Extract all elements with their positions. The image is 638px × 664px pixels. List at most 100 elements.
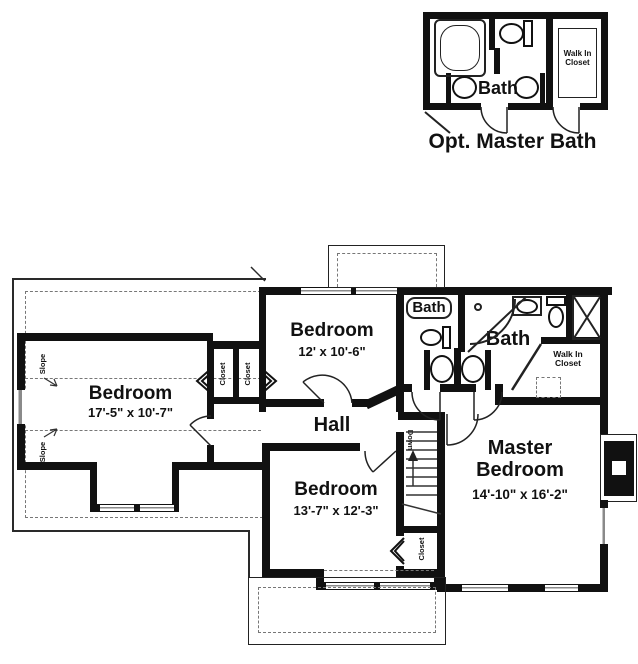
roof-dashed-line — [324, 570, 434, 571]
walk-in-closet-label: Walk In Closet — [553, 349, 583, 369]
room-dimensions: 13'-7" x 12'-3" — [293, 503, 379, 518]
roof-line — [12, 530, 249, 532]
wall-segment — [266, 399, 324, 407]
wall-segment — [495, 397, 608, 405]
room-dimensions: 14'-10" x 16'-2" — [472, 487, 568, 502]
wall-segment — [423, 12, 608, 19]
wall-segment — [489, 12, 495, 50]
slope-dashed-line — [25, 430, 261, 431]
room-label: Master Bedroom — [476, 437, 564, 481]
wall-segment — [17, 462, 97, 470]
wall-segment — [352, 399, 368, 407]
window — [301, 288, 351, 294]
wall-segment — [396, 432, 404, 536]
roof-dashed-line — [25, 517, 263, 518]
roof-line — [248, 530, 250, 578]
wall-segment — [600, 295, 608, 435]
wall-segment — [540, 73, 545, 104]
wall-segment — [17, 424, 25, 470]
wall-segment — [207, 341, 214, 404]
wall-segment — [398, 526, 445, 533]
window — [599, 508, 609, 544]
toilet-icon — [548, 306, 564, 328]
wall-segment — [262, 443, 270, 577]
inset-caption: Opt. Master Bath — [428, 130, 597, 153]
wall-segment — [458, 295, 465, 352]
bathtub-basin — [440, 25, 480, 71]
window — [100, 505, 134, 511]
wall-segment — [396, 384, 412, 392]
window — [545, 585, 578, 591]
porch-roof-outline — [248, 577, 446, 645]
wall-segment — [437, 533, 445, 584]
toilet-icon — [420, 329, 442, 346]
window — [326, 583, 374, 589]
dormer-outline — [328, 245, 445, 288]
wall-segment — [207, 445, 214, 470]
sink-icon — [514, 76, 539, 99]
wall-segment — [207, 404, 214, 419]
wall-segment — [207, 397, 266, 404]
wall-segment — [233, 349, 239, 404]
toilet-icon — [499, 23, 524, 44]
wall-segment — [600, 500, 608, 510]
room-label: Bedroom — [88, 383, 173, 404]
closet-label: Closet — [242, 362, 252, 386]
slope-label: Slope — [37, 441, 47, 463]
wall-segment — [437, 584, 608, 592]
toilet-tank — [546, 296, 566, 306]
porch-roof-dashed — [258, 587, 436, 633]
sink-icon — [516, 299, 538, 314]
wall-segment — [423, 103, 481, 110]
sink-icon — [430, 355, 454, 383]
wall-segment — [446, 73, 451, 104]
wall-segment — [466, 384, 476, 392]
window — [462, 585, 508, 591]
window — [380, 583, 430, 589]
stairs-down-label: Down — [406, 429, 416, 451]
bath-label: Bath — [412, 299, 446, 316]
fireplace-box — [612, 461, 626, 475]
inset-walk-in-closet-label: Walk In Closet — [563, 49, 592, 67]
wall-segment — [364, 384, 402, 410]
wall-segment — [262, 443, 360, 451]
sink-icon — [461, 355, 485, 383]
wall-segment — [508, 103, 552, 110]
wall-segment — [494, 48, 500, 74]
wall-segment — [485, 350, 491, 390]
wall-segment — [259, 287, 612, 295]
slope-label: Slope — [37, 353, 47, 375]
room-label: Bedroom — [294, 479, 378, 500]
wall-segment — [440, 384, 466, 392]
room-dimensions: 17'-5" x 10'-7" — [87, 405, 173, 420]
room-dimensions: 12' x 10'-6" — [298, 344, 366, 359]
roof-line — [12, 278, 266, 280]
fireplace-outline — [600, 434, 637, 502]
wall-segment — [262, 569, 322, 577]
bath-label-box — [406, 297, 452, 319]
wall-segment — [316, 569, 324, 590]
slope-dashed-line — [25, 378, 261, 379]
wall-segment — [437, 412, 445, 533]
window — [140, 505, 174, 511]
wall-segment — [423, 12, 430, 110]
wall-segment — [90, 504, 179, 512]
wall-segment — [454, 348, 461, 392]
wall-segment — [600, 544, 608, 592]
wall-segment — [172, 462, 179, 512]
wall-segment — [17, 333, 25, 390]
hall-label: Hall — [313, 414, 351, 436]
roof-dashed-line — [25, 291, 261, 292]
wall-segment — [207, 341, 266, 349]
roof-line — [12, 278, 14, 531]
slope-arrow — [43, 377, 58, 438]
wall-segment — [566, 295, 572, 342]
dormer-dashed — [337, 253, 437, 287]
wall-segment — [398, 569, 445, 577]
bath-label: Bath — [485, 328, 531, 350]
wall-segment — [580, 103, 608, 110]
toilet-tank — [523, 20, 533, 47]
wall-segment — [17, 333, 213, 341]
closet-label: Closet — [217, 362, 227, 386]
